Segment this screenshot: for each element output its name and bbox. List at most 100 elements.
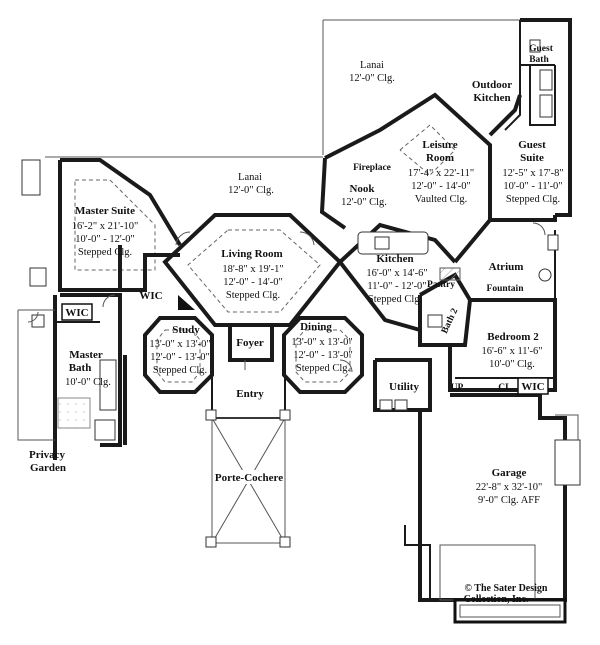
room-ceiling: 11'-0" - 12'-0" (367, 281, 426, 292)
room-name: Study (172, 324, 200, 336)
bath2-label: Bath 2 (440, 307, 460, 336)
room-ceiling: 9'-0" Clg. AFF (478, 495, 540, 506)
room-label-outdoor-kitchen: Outdoor Kitchen (472, 79, 512, 104)
room-label-nook: Nook 12'-0" Clg. (341, 183, 387, 208)
room-ceiling: 12'-0" Clg. (228, 185, 274, 196)
room-name: Garage (492, 467, 527, 479)
room-ceiling: 10'-0" Clg. (489, 359, 535, 370)
copyright-line: © The Sater Design (465, 583, 548, 594)
label-utility: Utility (389, 381, 419, 393)
room-dimensions: 13'-0" x 13'-0" (149, 339, 210, 350)
fountain-label: Fountain (487, 284, 525, 294)
label-bath2: Bath 2 (440, 307, 460, 336)
room-label-garage: Garage 22'-8" x 32'-10" 9'-0" Clg. AFF (476, 467, 543, 506)
room-label-guest-bath: Guest Bath (529, 44, 554, 65)
room-ceiling: 10'-0" Clg. (65, 377, 111, 388)
master-suite-walls (21, 158, 182, 292)
room-name: Dining (300, 321, 332, 333)
label-wic-master: WIC (139, 290, 162, 302)
room-name: Lanai (360, 60, 384, 71)
room-name: Bath (529, 55, 549, 65)
room-label-guest-suite: Guest Suite 12'-5" x 17'-8" 10'-0" - 11'… (502, 139, 563, 205)
entry-label: Entry (236, 388, 264, 400)
foyer-label: Foyer (236, 337, 264, 349)
label-stairs-up: UP (451, 383, 464, 393)
wic-label: WIC (139, 290, 162, 302)
room-dimensions: 18'-8" x 19'-1" (222, 264, 283, 275)
label-wic-bed2: WIC (517, 377, 549, 395)
room-ceiling-type: Stepped Clg. (153, 365, 207, 376)
living-room-walls (162, 213, 343, 327)
room-ceiling-type: Stepped Clg. (296, 363, 350, 374)
atrium-label: Atrium (489, 261, 524, 273)
kitchen-walls (338, 218, 555, 347)
room-dimensions: 16'-6" x 11'-6" (482, 346, 543, 357)
room-ceiling-type: Stepped Clg. (506, 194, 560, 205)
room-ceiling: 10'-0" - 12'-0" (75, 234, 135, 245)
garden-label: Garden (30, 462, 66, 474)
label-porte-cochere: Porte-Cochere (214, 470, 284, 484)
room-name: Master (69, 349, 103, 361)
porte-cochere-label: Porte-Cochere (215, 472, 283, 484)
label-fireplace: Fireplace (353, 163, 391, 173)
garage-walls (404, 393, 581, 624)
room-label-living-room: Living Room 18'-8" x 19'-1" 12'-0" - 14'… (221, 248, 283, 301)
room-dimensions: 12'-5" x 17'-8" (502, 168, 563, 179)
wic-label: WIC (65, 307, 88, 319)
room-name: Kitchen (473, 92, 510, 104)
guest-wing-walls (519, 18, 572, 217)
label-closet: CL. (498, 383, 514, 393)
utility-walls (373, 358, 432, 412)
room-label-lanai-mid: Lanai 12'-0" Clg. (228, 172, 274, 196)
room-ceiling: 12'-0" - 13'-0" (293, 350, 353, 361)
room-ceiling: 12'-0" - 14'-0" (223, 277, 283, 288)
porte-cochere-outline (205, 409, 291, 548)
study-walls (143, 316, 214, 394)
room-name: Outdoor (472, 79, 512, 91)
room-ceiling-type: Stepped Clg. (368, 294, 422, 305)
room-dimensions: 13'-0" x 13'-0" (291, 337, 352, 348)
room-dimensions: 16'-2" x 21'-10" (72, 221, 139, 232)
room-ceiling: 12'-0" Clg. (341, 197, 387, 208)
room-name: Guest (529, 44, 554, 54)
utility-label: Utility (389, 381, 419, 393)
room-name: Bath (69, 362, 92, 374)
room-name: Lanai (238, 172, 262, 183)
copyright-line: Collection, Inc. (464, 594, 529, 605)
dining-walls (282, 316, 364, 394)
room-name: Room (426, 152, 454, 164)
room-dimensions: 17'-4" x 22'-11" (408, 168, 474, 179)
up-label: UP (451, 383, 464, 393)
room-label-bedroom2: Bedroom 2 16'-6" x 11'-6" 10'-0" Clg. (482, 331, 543, 370)
label-privacy-garden: Privacy Garden (29, 449, 66, 474)
room-label-kitchen: Kitchen 16'-0" x 14'-6" 11'-0" - 12'-0" … (366, 253, 427, 305)
door-swings (27, 222, 546, 373)
room-name: Guest (518, 139, 546, 151)
label-entry: Entry (236, 388, 264, 400)
room-dimensions: 22'-8" x 32'-10" (476, 482, 543, 493)
room-ceiling: 12'-0" - 14'-0" (411, 181, 471, 192)
garden-label: Privacy (29, 449, 66, 461)
room-name: Master Suite (75, 205, 135, 217)
room-ceiling: 12'-0" - 13'-0" (150, 352, 210, 363)
room-name: Leisure (422, 139, 457, 151)
label-foyer: Foyer (236, 337, 264, 349)
room-name: Nook (349, 183, 375, 195)
room-name: Kitchen (376, 253, 413, 265)
room-ceiling-type: Vaulted Clg. (415, 194, 468, 205)
master-bath-walls (17, 245, 195, 460)
room-ceiling: 10'-0" - 11'-0" (503, 181, 562, 192)
fireplace-label: Fireplace (353, 163, 391, 173)
room-label-dining: Dining 13'-0" x 13'-0" 12'-0" - 13'-0" S… (291, 321, 352, 374)
room-name: Bedroom 2 (487, 331, 539, 343)
label-wic-left: WIC (61, 303, 93, 321)
label-pantry: Pantry (427, 280, 455, 290)
room-name: Living Room (221, 248, 282, 260)
room-ceiling: 12'-0" Clg. (349, 73, 395, 84)
room-label-lanai-top: Lanai 12'-0" Clg. (349, 60, 395, 84)
wic-label: WIC (521, 381, 544, 393)
room-label-master-suite: Master Suite 16'-2" x 21'-10" 10'-0" - 1… (72, 205, 139, 258)
room-label-study: Study 13'-0" x 13'-0" 12'-0" - 13'-0" St… (149, 324, 210, 376)
